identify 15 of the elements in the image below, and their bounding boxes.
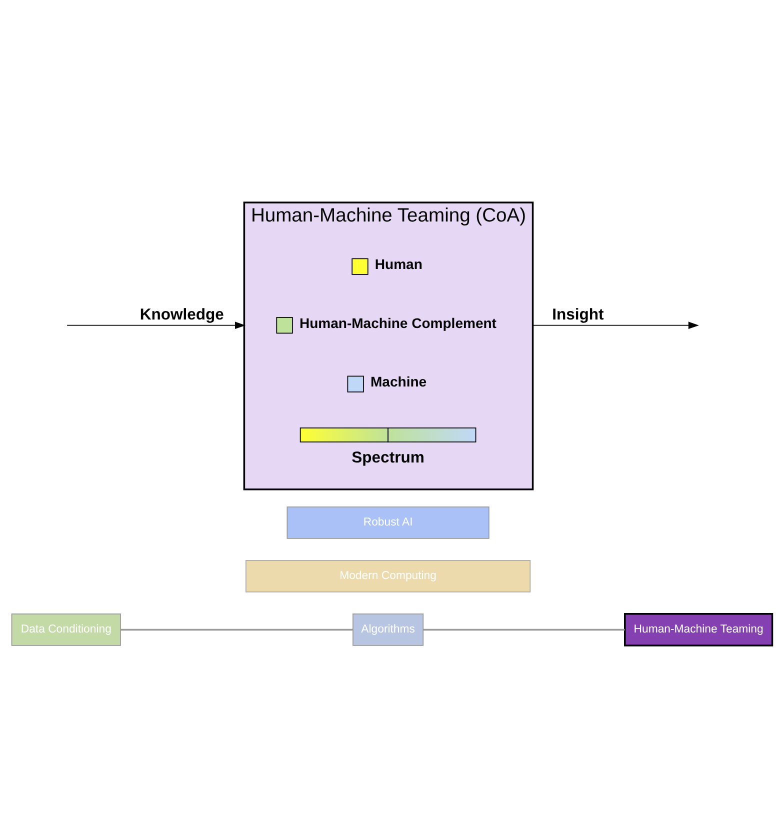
node-box: Modern Computing: [246, 559, 531, 592]
node-box: Data Conditioning: [11, 612, 121, 646]
arrow: [532, 321, 699, 329]
edge-label: Insight: [552, 306, 604, 324]
node-box: Human-Machine Teaming: [624, 612, 774, 646]
connector: [423, 628, 625, 630]
legend-label: Human-Machine Complement: [299, 314, 496, 330]
legend-label: Machine: [370, 373, 427, 390]
node-box: Robust AI: [286, 506, 490, 538]
connector: [120, 628, 353, 630]
arrow: [66, 321, 246, 329]
legend-label: Human: [374, 256, 422, 272]
label: Spectrum: [352, 449, 424, 466]
edge-label: Knowledge: [140, 306, 224, 324]
node-box: Algorithms: [352, 612, 424, 646]
